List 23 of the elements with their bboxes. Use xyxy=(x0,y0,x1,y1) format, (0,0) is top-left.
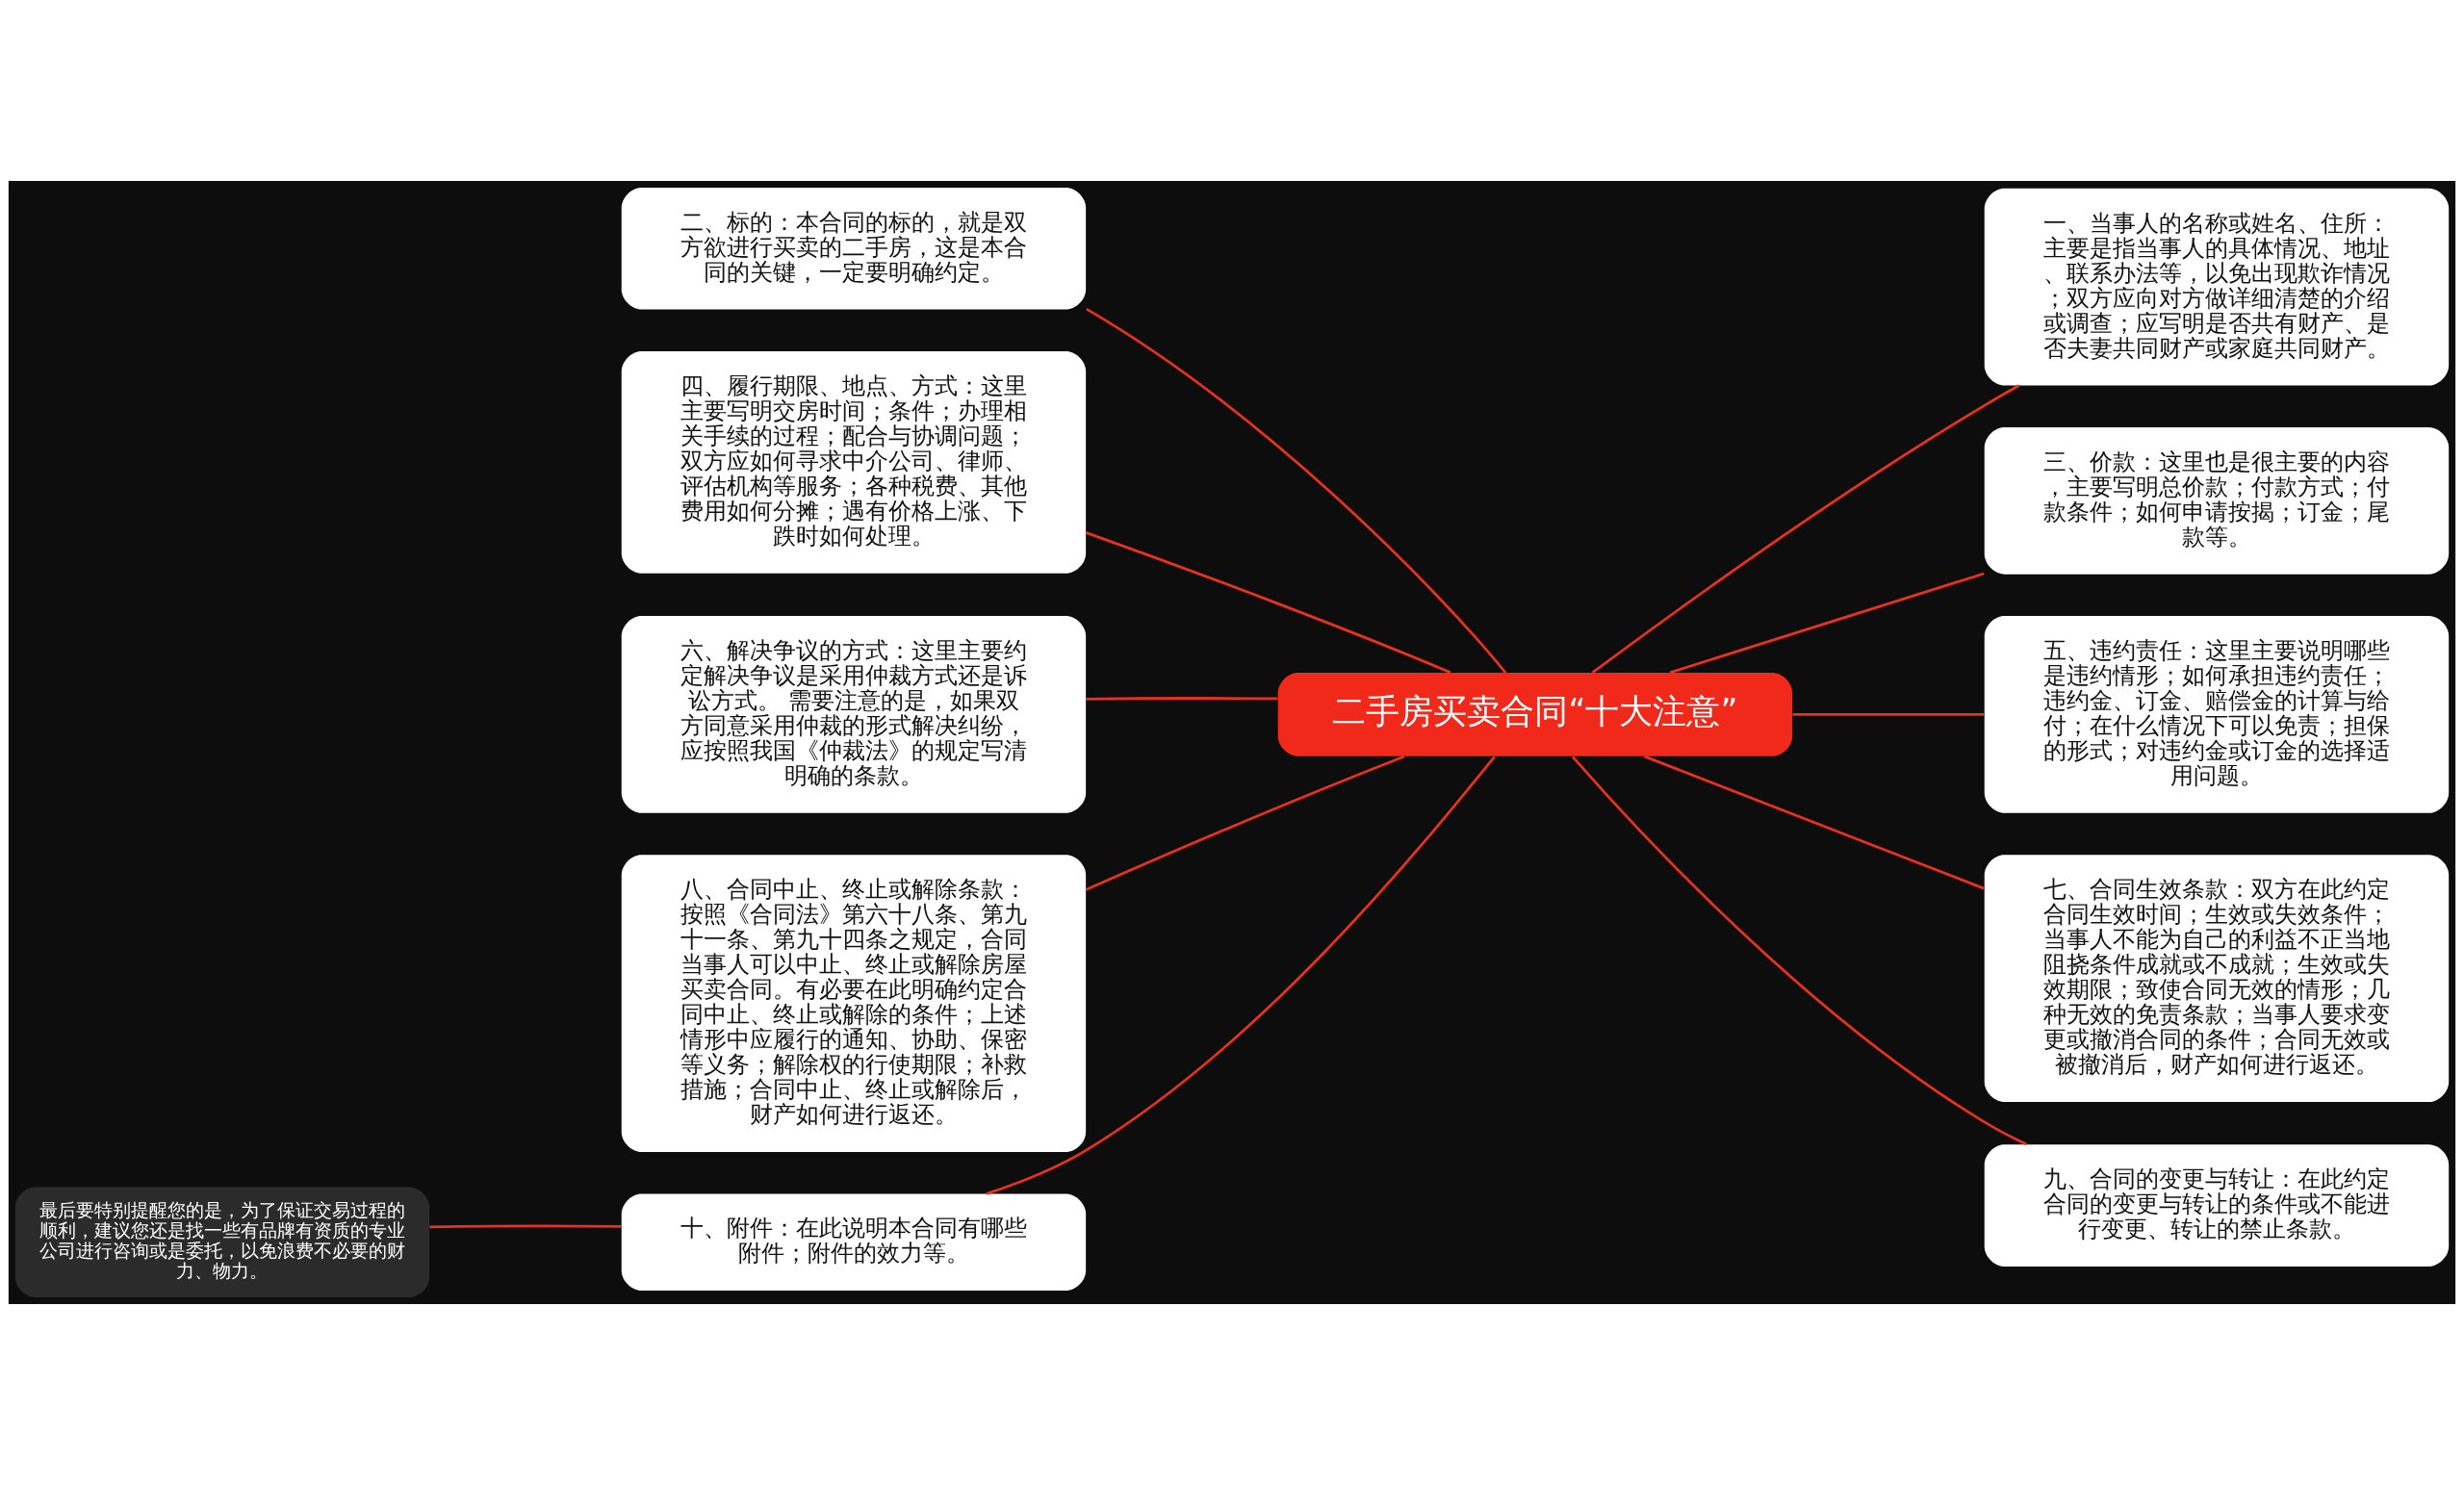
connector xyxy=(1086,697,1278,701)
connector xyxy=(1591,384,2020,674)
connector xyxy=(1085,531,1451,675)
node-box: 七、合同生效条款：双方在此约定合同生效时间；生效或失效条件；当事人不能为自己的利益不正当地阻挠条件成就或不成就；生效或失效期限；致使合同无效的情形；几种无效的免责条款；当事人要求变更或撤消合同的条件；合同无效或被撤消后，财产如何进行返还。 xyxy=(1984,855,2450,1103)
node-box: 二手房买卖合同“十大注意” xyxy=(1277,673,1793,756)
connector xyxy=(986,755,1496,1195)
connector xyxy=(1669,572,1985,675)
node-box: 八、合同中止、终止或解除条款：按照《合同法》第六十八条、第九十一条、第九十四条之规定，合同当事人可以中止、终止或解除房屋买卖合同。有必要在此明确约定合同中止、终止或解除的条件；上述情形中应履行的通知、协助、保密等义务；解除权的行使期限；补救措施；合同中止、终止或解除后，财产如何进行返还。 xyxy=(621,855,1087,1153)
connector xyxy=(429,1224,622,1229)
node-box: 一、当事人的名称或姓名、住所：主要是指当事人的具体情况、地址、联系办法等，以免出现欺诈情况；双方应向对方做详细清楚的介绍或调查；应写明是否共有财产、是否夫妻共同财产或家庭共同财产。 xyxy=(1984,188,2450,386)
node-box: 五、违约责任：这里主要说明哪些是违约情形；如何承担违约责任；违约金、订金、赔偿金的计算与给付；在什么情况下可以免责；担保的形式；对违约金或订金的选择适用问题。 xyxy=(1984,616,2450,813)
node-box: 二、标的：本合同的标的，就是双方欲进行买卖的二手房，这是本合同的关键，一定要明确约定。 xyxy=(621,187,1087,310)
node-box: 六、解决争议的方式：这里主要约定解决争议是采用仲裁方式还是诉讼方式。 需要注意的是，如果双方同意采用仲裁的形式解决纠纷，应按照我国《仲裁法》的规定写清明确的条款。 xyxy=(621,616,1087,813)
connector xyxy=(1571,755,2028,1146)
node-box: 九、合同的变更与转让：在此约定合同的变更与转让的条件或不能进行变更、转让的禁止条款。 xyxy=(1984,1144,2450,1267)
connector xyxy=(1085,755,1405,891)
connector xyxy=(1643,755,1985,890)
connector xyxy=(1086,307,1507,674)
node-box: 四、履行期限、地点、方式：这里主要写明交房时间；条件；办理相关手续的过程；配合与协调问题；双方应如何寻求中介公司、律师、评估机构等服务；各种税费、其他费用如何分摊；遇有价格上涨、下跌时如何处理。 xyxy=(621,351,1087,574)
node-box: 最后要特别提醒您的是，为了保证交易过程的顺利，建议您还是找一些有品牌有资质的专业公司进行咨询或是委托，以免浪费不必要的财力、物力。 xyxy=(14,1187,430,1298)
connector xyxy=(1792,713,1985,716)
node-box: 十、附件：在此说明本合同有哪些附件；附件的效力等。 xyxy=(621,1193,1087,1292)
node-box: 三、价款：这里也是很主要的内容，主要写明总价款；付款方式；付款条件；如何申请按揭；订金；尾款等。 xyxy=(1984,426,2450,575)
